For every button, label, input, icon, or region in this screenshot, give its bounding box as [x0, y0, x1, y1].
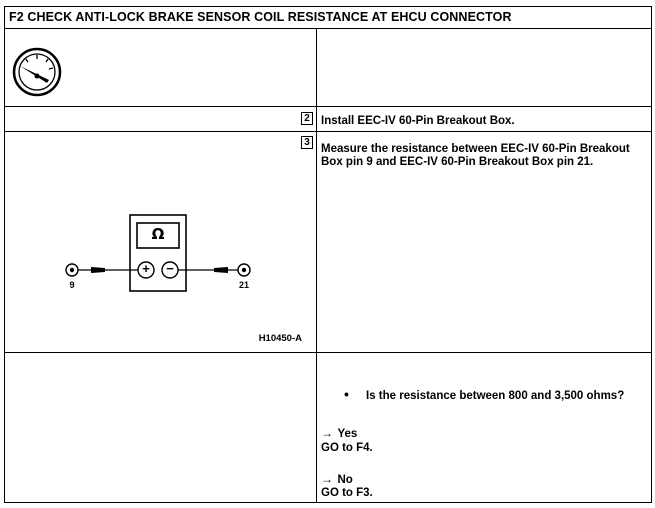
step-text: Install EEC-IV 60-Pin Breakout Box.: [321, 115, 515, 127]
step-number: 2: [301, 112, 313, 125]
result-right-cell: • Is the resistance between 800 and 3,50…: [316, 352, 652, 503]
right-arrow-icon: →: [321, 426, 333, 440]
yes-action: GO to F4.: [321, 442, 373, 454]
gauge-cell-right: [316, 28, 652, 107]
no-answer: → No: [321, 470, 353, 488]
step-number: 3: [301, 136, 313, 149]
step-2-left-cell: 2: [4, 106, 317, 132]
right-arrow-icon: →: [321, 472, 333, 486]
yes-answer: → Yes: [321, 424, 357, 442]
page-title-text: F2 CHECK ANTI-LOCK BRAKE SENSOR COIL RES…: [9, 10, 512, 24]
step-3-right-cell: Measure the resistance between EEC-IV 60…: [316, 131, 652, 353]
ohm-symbol: Ω: [151, 225, 165, 243]
step-2-right-cell: Install EEC-IV 60-Pin Breakout Box.: [316, 106, 652, 132]
no-label: No: [337, 474, 353, 486]
yes-label: Yes: [337, 428, 358, 440]
minus-symbol: −: [166, 261, 174, 276]
gauge-cell: [4, 28, 317, 107]
bullet-symbol: •: [344, 386, 349, 402]
step-text: Measure the resistance between EEC-IV 60…: [321, 143, 630, 168]
page-title: F2 CHECK ANTI-LOCK BRAKE SENSOR COIL RES…: [4, 6, 652, 29]
no-action: GO to F3.: [321, 487, 373, 499]
ohmmeter-display: [136, 222, 180, 249]
step-3-left-cell: 3 Ω + − 9 21 H10450-A: [4, 131, 317, 353]
pin-21-label: 21: [238, 280, 249, 290]
gauge-icon: [12, 47, 62, 97]
result-question: Is the resistance between 800 and 3,500 …: [366, 390, 625, 402]
result-left-cell: [4, 352, 317, 503]
ohmmeter-diagram: [65, 214, 251, 292]
plus-symbol: +: [142, 261, 150, 276]
pin-9-label: 9: [69, 280, 75, 290]
figure-id: H10450-A: [258, 333, 302, 344]
